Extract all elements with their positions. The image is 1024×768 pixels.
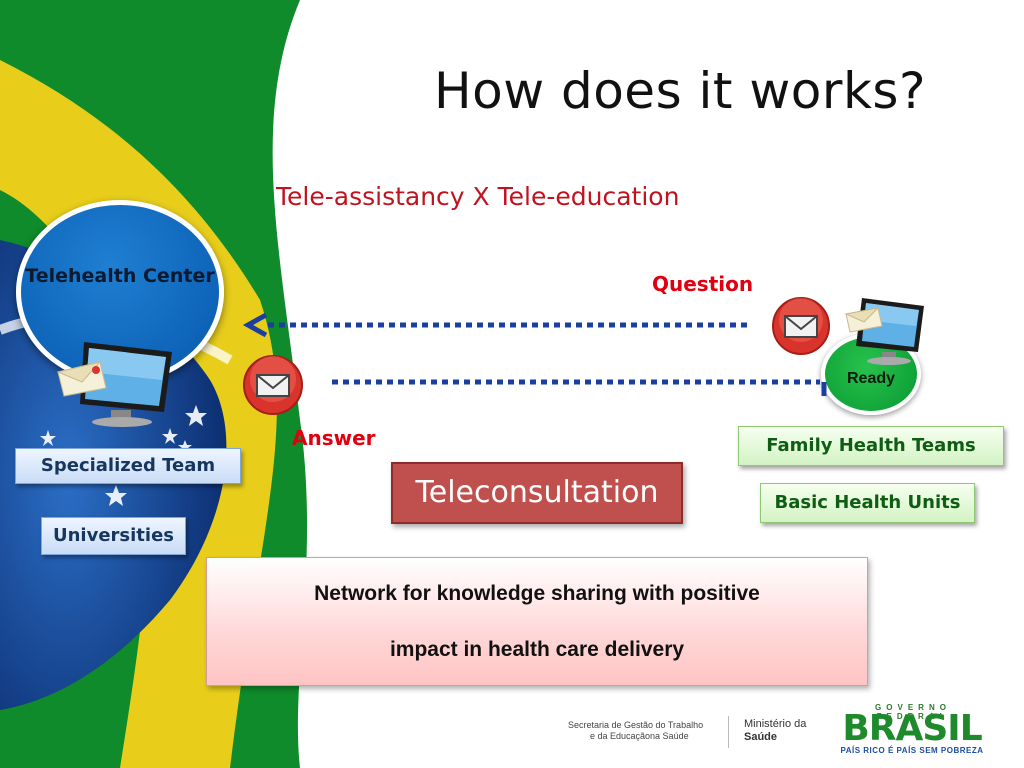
mail-icon — [772, 297, 830, 355]
ministerio-line-2: Saúde — [744, 731, 778, 743]
slide-subtitle: Tele-assistancy X Tele-education — [276, 182, 680, 211]
telehealth-center-label: Telehealth Center — [25, 265, 215, 287]
brasil-logo-word: BRASIL — [842, 708, 982, 749]
ready-label: Ready — [846, 370, 896, 387]
network-text-line-2: impact in health care delivery — [389, 638, 685, 661]
brasil-logo-top: GOVERNO FEDERAL — [838, 703, 988, 721]
universities-box: Universities — [41, 517, 186, 555]
network-text-line-1: Network for knowledge sharing with posit… — [314, 582, 760, 605]
secretaria-line-1: Secretaria de Gestão do Trabalho — [568, 720, 704, 730]
network-box: Network for knowledge sharing with posit… — [206, 557, 868, 686]
basic-health-units-box: Basic Health Units — [760, 483, 975, 523]
brasil-logo-tagline: PAÍS RICO É PAÍS SEM POBREZA — [840, 746, 984, 755]
answer-label: Answer — [292, 426, 376, 450]
ministerio-logo-text: Ministério da Saúde — [744, 718, 806, 744]
specialized-team-box: Specialized Team — [15, 448, 241, 484]
slide-title: How does it works? — [434, 62, 926, 120]
mail-icon — [243, 355, 303, 415]
ministerio-line-1: Ministério da — [744, 718, 807, 730]
teleconsultation-box: Teleconsultation — [391, 462, 683, 524]
question-arrow — [242, 312, 752, 338]
question-label: Question — [652, 272, 754, 296]
secretaria-line-2: e da Educaçãona Saúde — [590, 731, 689, 741]
family-health-teams-box: Family Health Teams — [738, 426, 1004, 466]
computer-icon — [844, 298, 924, 365]
envelope-icon — [844, 307, 883, 333]
footer-divider — [728, 716, 729, 748]
answer-arrow — [332, 379, 827, 396]
envelope-icon — [56, 361, 107, 397]
secretaria-logo-text: Secretaria de Gestão do Trabalho e da Ed… — [568, 720, 708, 742]
computer-icon — [56, 342, 172, 427]
